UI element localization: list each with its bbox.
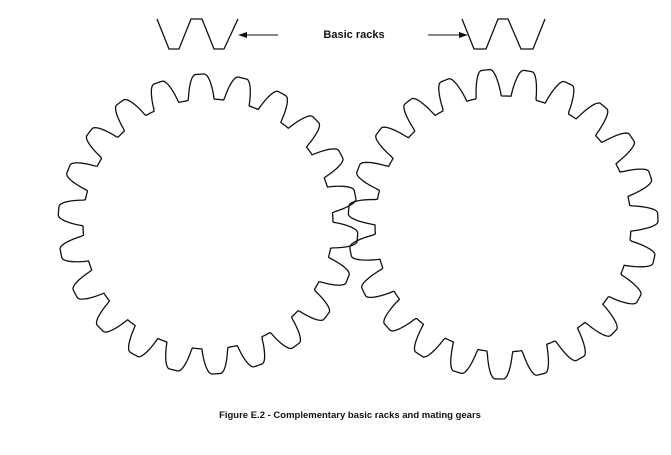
basic-rack-right [461,18,546,50]
basic-racks-label: Basic racks [323,29,384,41]
figure-caption: Figure E.2 - Complementary basic racks a… [219,410,481,421]
arrow-left-head [238,32,247,38]
arrow-right-head [459,32,468,38]
gear-left [57,73,359,375]
basic-rack-left [156,18,239,50]
gear-right [347,68,659,380]
